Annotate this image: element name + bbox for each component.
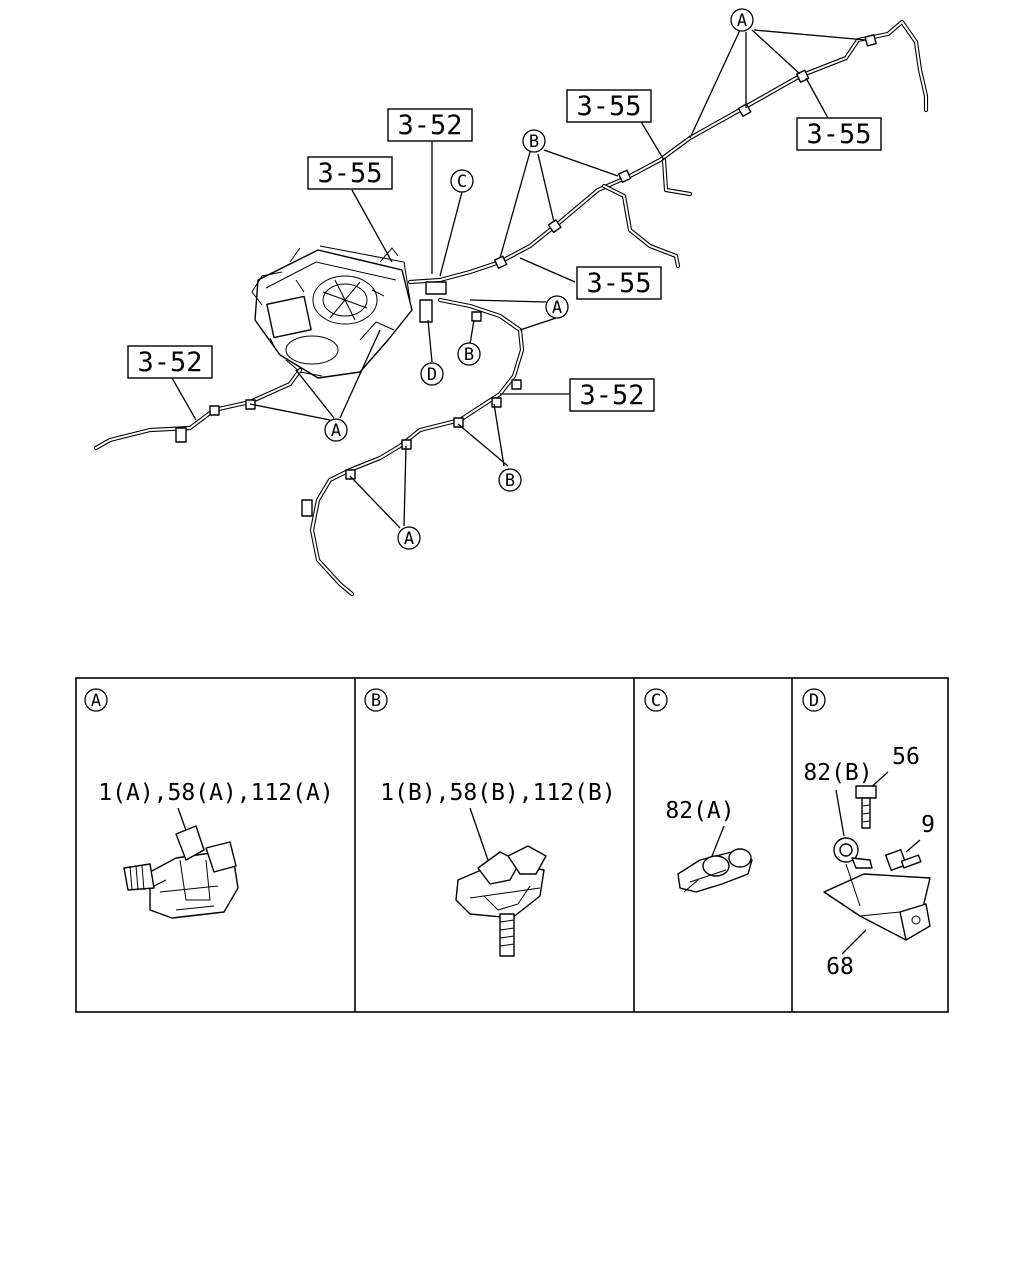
bracket-label: 68 bbox=[826, 954, 854, 980]
panel-letter: B bbox=[371, 691, 381, 711]
callout-letter: A bbox=[552, 298, 562, 318]
callout-letter: A bbox=[331, 421, 341, 441]
callout-circles: A B C A B D A bbox=[324, 8, 754, 550]
ref-label: 3-55 bbox=[576, 91, 641, 122]
callout-letter: A bbox=[404, 529, 414, 549]
ref-label: 3-55 bbox=[586, 268, 651, 299]
leader-lines bbox=[171, 29, 867, 529]
clamp-label: 82(B) bbox=[803, 760, 872, 786]
panel-letter: D bbox=[809, 691, 819, 711]
callout-letter: C bbox=[457, 172, 467, 192]
callout-c-clip: C bbox=[450, 169, 474, 193]
clip-a-illustration bbox=[123, 825, 239, 919]
ref-box-3-52-upper[interactable]: 3-52 bbox=[387, 108, 473, 142]
ref-box-3-55-top[interactable]: 3-55 bbox=[566, 89, 652, 123]
callout-letter: A bbox=[737, 11, 747, 31]
parts-label: 1(B),58(B),112(B) bbox=[380, 780, 615, 806]
parts-label: 1(A),58(A),112(A) bbox=[98, 780, 333, 806]
pipe-clips bbox=[175, 34, 877, 517]
brake-pipe-runs bbox=[93, 19, 929, 597]
panel-letter: A bbox=[91, 691, 101, 711]
panel-letter: C bbox=[651, 691, 661, 711]
pipe-assembly-view: 3-55 3-52 3-55 3-55 3-55 3-52 bbox=[93, 8, 929, 597]
detail-panels-table: A 1(A),58(A),112(A) B 1(B),58(B),112(B) bbox=[75, 677, 949, 1013]
clip-b-illustration bbox=[455, 845, 547, 957]
callout-a-left: A bbox=[324, 418, 348, 442]
bolt-label: 56 bbox=[892, 744, 920, 770]
ref-label: 3-52 bbox=[137, 347, 202, 378]
callout-a-bottom: A bbox=[397, 526, 421, 550]
callout-b-small: B bbox=[457, 342, 481, 366]
ref-box-3-55-middle[interactable]: 3-55 bbox=[576, 266, 662, 300]
callout-d-bracket: D bbox=[420, 362, 444, 386]
ref-box-3-52-right[interactable]: 3-52 bbox=[569, 378, 655, 412]
bracket-d-illustration bbox=[823, 785, 931, 941]
detail-panel-b: B 1(B),58(B),112(B) bbox=[364, 688, 616, 957]
parts-label: 82(A) bbox=[665, 798, 734, 824]
ref-box-3-55-right[interactable]: 3-55 bbox=[796, 117, 882, 151]
ref-label: 3-55 bbox=[317, 158, 382, 189]
detail-panel-c: C 82(A) bbox=[644, 688, 753, 893]
callout-a-top: A bbox=[730, 8, 754, 32]
detail-panel-d: D 82(B) 56 9 68 bbox=[802, 688, 935, 980]
callout-a-right: A bbox=[545, 295, 569, 319]
reference-boxes: 3-55 3-52 3-55 3-55 3-55 3-52 bbox=[127, 89, 882, 412]
callout-letter: B bbox=[505, 471, 515, 491]
ref-box-3-52-left[interactable]: 3-52 bbox=[127, 345, 213, 379]
callout-b-lower: B bbox=[498, 468, 522, 492]
heater-unit bbox=[251, 245, 413, 379]
ref-label: 3-52 bbox=[397, 110, 462, 141]
detail-panel-a: A 1(A),58(A),112(A) bbox=[84, 688, 334, 919]
ref-box-3-55-upper-left[interactable]: 3-55 bbox=[307, 156, 393, 190]
callout-b-mid: B bbox=[522, 129, 546, 153]
callout-letter: D bbox=[427, 365, 437, 385]
callout-letter: B bbox=[529, 132, 539, 152]
callout-letter: B bbox=[464, 345, 474, 365]
screw-label: 9 bbox=[921, 812, 935, 838]
ref-label: 3-52 bbox=[579, 380, 644, 411]
clip-c-illustration bbox=[677, 848, 753, 893]
ref-label: 3-55 bbox=[806, 119, 871, 150]
